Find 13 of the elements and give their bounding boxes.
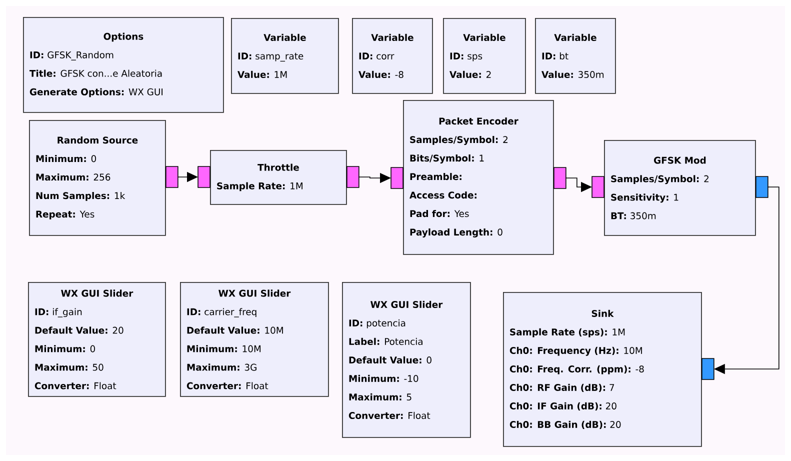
block-box: Variable ID: corr Value: -8 bbox=[352, 18, 433, 94]
block-box: Variable ID: sps Value: 2 bbox=[443, 18, 526, 94]
block-box: WX GUI Slider ID: carrier_freq Default Value: 10M Minimum: 10M Maximum: 3G Converter: Float bbox=[180, 282, 329, 397]
block-box: GFSK Mod Samples/Symbol: 2 Sensitivity: 1 BT: 350m bbox=[604, 140, 756, 236]
block-box: Random Source Minimum: 0 Maximum: 256 Num Samples: 1k Repeat: Yes bbox=[29, 120, 166, 236]
block-box: Options ID: GFSK_Random Title: GFSK con...e Aleatoria Generate Options: WX GUI bbox=[23, 17, 224, 113]
block-box: Variable ID: samp_rate Value: 1M bbox=[231, 18, 339, 94]
block-box: Packet Encoder Samples/Symbol: 2 Bits/Symbol: 1 Preamble: Access Code: Pad for: Yes Payload Length: 0 bbox=[403, 100, 554, 255]
block-box: Throttle Sample Rate: 1M bbox=[210, 150, 347, 205]
block-box: Sink Sample Rate (sps): 1M Ch0: Frequency (Hz): 10M Ch0: Freq. Corr. (ppm): -8 Ch0: RF Gain (dB): 7 Ch0: IF Gain (dB): 20 Ch0: BB Gain (dB): 20 bbox=[503, 292, 702, 447]
block-box: WX GUI Slider ID: if_gain Default Value: 20 Minimum: 0 Maximum: 50 Converter: Float bbox=[28, 282, 166, 397]
block-box: WX GUI Slider ID: potencia Label: Potencia Default Value: 0 Minimum: -10 Maximum: 5 Converter: Float bbox=[342, 282, 471, 438]
block-box: Variable ID: bt Value: 350m bbox=[535, 18, 616, 94]
